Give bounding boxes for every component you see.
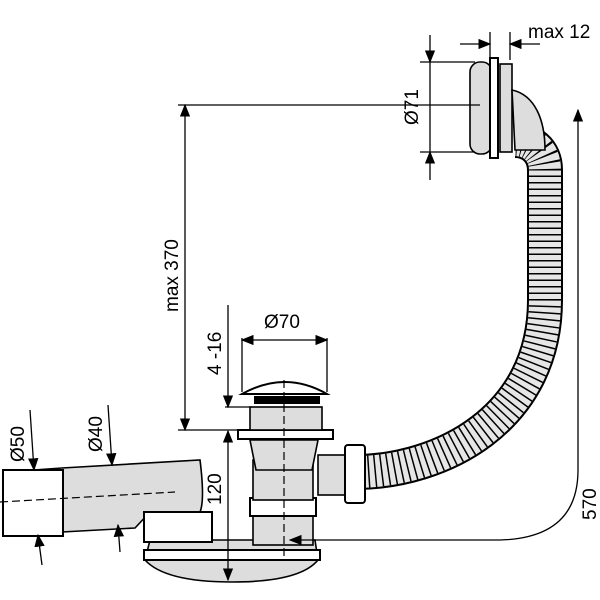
dim-diameter-50: Ø50 <box>8 426 29 462</box>
dim-4-16: 4 -16 <box>205 332 226 375</box>
overflow-rosette <box>469 57 546 159</box>
dimensions: max 12 Ø71 max 370 4 -16 Ø70 120 Ø50 <box>8 22 600 582</box>
dim-570: 570 <box>580 488 600 520</box>
dim-max-370: max 370 <box>162 239 183 312</box>
corrugated-hose <box>354 122 563 490</box>
dim-120: 120 <box>205 473 226 505</box>
dim-diameter-40: Ø40 <box>86 416 107 452</box>
dim-diameter-70: Ø70 <box>264 312 300 333</box>
side-outlet <box>0 459 213 543</box>
dim-max-12: max 12 <box>528 22 590 43</box>
dim-diameter-71: Ø71 <box>402 89 423 125</box>
